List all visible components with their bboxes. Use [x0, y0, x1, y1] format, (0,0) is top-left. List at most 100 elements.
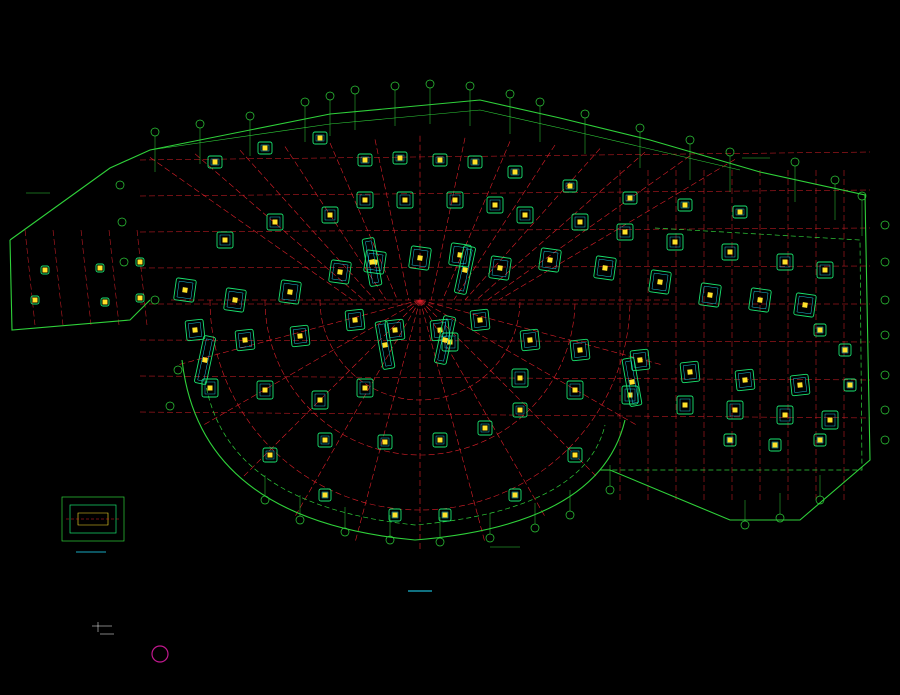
pile-cap [677, 198, 693, 212]
pile-cap-outline [257, 141, 273, 155]
column-core [182, 287, 188, 293]
pile-cap [256, 380, 274, 400]
pile-cap-outline [318, 488, 332, 502]
column-core [757, 297, 763, 303]
pile-cap-outline [486, 196, 504, 214]
pile-cap-outline [768, 438, 782, 452]
pile-cap-outline [256, 380, 274, 400]
fan-axis [487, 155, 691, 301]
pile-cap [278, 279, 302, 305]
pile-cap [357, 153, 373, 167]
pile-cap-inner [315, 134, 325, 142]
pile-cap-inner [441, 511, 449, 519]
column-core [682, 202, 688, 208]
column-core [212, 159, 218, 165]
pile-cap-outline [616, 223, 634, 241]
pile-cap [384, 318, 406, 342]
axis-bubble [505, 89, 515, 99]
pile-cap-outline [207, 155, 223, 169]
fan-axis [430, 137, 466, 301]
revision-marker [151, 645, 169, 663]
pile-cap-outline [100, 297, 110, 307]
axis-bubble [325, 91, 335, 101]
left-wing-boundary [9, 239, 151, 331]
pile-cap [789, 373, 811, 397]
pile-cap-outline [679, 360, 701, 384]
pile-cap-outline [344, 308, 366, 332]
pile-cap-inner [570, 450, 580, 460]
pile-cap [566, 380, 584, 400]
pile-cap-inner [411, 248, 429, 268]
pile-cap-inner [259, 383, 271, 397]
pile-cap [266, 213, 284, 231]
axis-bubble [385, 535, 395, 545]
pile-cap-inner [433, 322, 447, 338]
column-core [822, 267, 828, 273]
axis-bubbles [115, 79, 890, 547]
column-core [727, 249, 733, 255]
column-core [572, 387, 578, 393]
pile-cap-inner [359, 194, 371, 206]
column-core [262, 145, 268, 151]
pile-cap [434, 315, 456, 365]
pile-cap-outline [477, 420, 493, 436]
left-wing-axis [24, 229, 36, 326]
pile-cap [318, 488, 332, 502]
pile-cap [571, 213, 589, 231]
pile-cap [726, 400, 744, 420]
pile-cap-inner [738, 372, 752, 388]
axis-bubble [390, 81, 400, 91]
column-core [437, 327, 443, 333]
column-core [437, 437, 443, 443]
pile-cap-outline [562, 179, 578, 193]
pile-cap-inner [569, 383, 581, 397]
pile-cap [223, 287, 247, 313]
pile-cap-inner [457, 248, 473, 292]
pile-cap-inner [260, 144, 270, 152]
pile-cap-outline [776, 405, 794, 425]
pile-cap [679, 360, 701, 384]
pile-cap-outline [516, 206, 534, 224]
pile-cap-inner [523, 332, 537, 348]
column-core [817, 327, 823, 333]
pile-cap-outline [723, 433, 737, 447]
pile-cap-outline [311, 390, 329, 410]
pile-cap-outline [328, 259, 352, 285]
pile-cap [507, 165, 523, 179]
axis-bubble [300, 97, 310, 107]
pile-cap-inner [437, 318, 453, 362]
pile-cap [734, 368, 756, 392]
row-axis [139, 339, 871, 343]
pile-cap [593, 255, 617, 281]
axis-bubble [115, 180, 125, 190]
axis-bubble [435, 537, 445, 547]
row-axis [139, 151, 871, 161]
pile-cap-inner [735, 208, 745, 216]
radial-axis [178, 299, 421, 365]
dimension-line-top [149, 109, 741, 171]
axis-bubble [857, 191, 867, 201]
pile-cap-outline [356, 191, 374, 209]
outer-boundary [9, 99, 871, 521]
pile-cap [388, 508, 402, 522]
pile-cap-inner [669, 236, 681, 248]
column-core [369, 259, 375, 265]
pile-cap [396, 191, 414, 209]
column-core [737, 209, 743, 215]
radial-axis [419, 299, 637, 426]
pile-cap-outline [776, 253, 794, 271]
pile-cap [676, 395, 694, 415]
axis-bubble [685, 135, 695, 145]
pile-cap-outline [216, 231, 234, 249]
axis-bubble [530, 523, 540, 533]
fan-axis [239, 149, 376, 301]
pile-cap [207, 155, 223, 169]
column-core [42, 267, 48, 273]
column-core [627, 392, 633, 398]
pile-cap [317, 432, 333, 448]
pile-cap [361, 237, 383, 287]
column-core [512, 169, 518, 175]
pile-cap-outline [357, 153, 373, 167]
axis-bubble [485, 533, 495, 543]
pile-cap-inner [491, 258, 509, 278]
